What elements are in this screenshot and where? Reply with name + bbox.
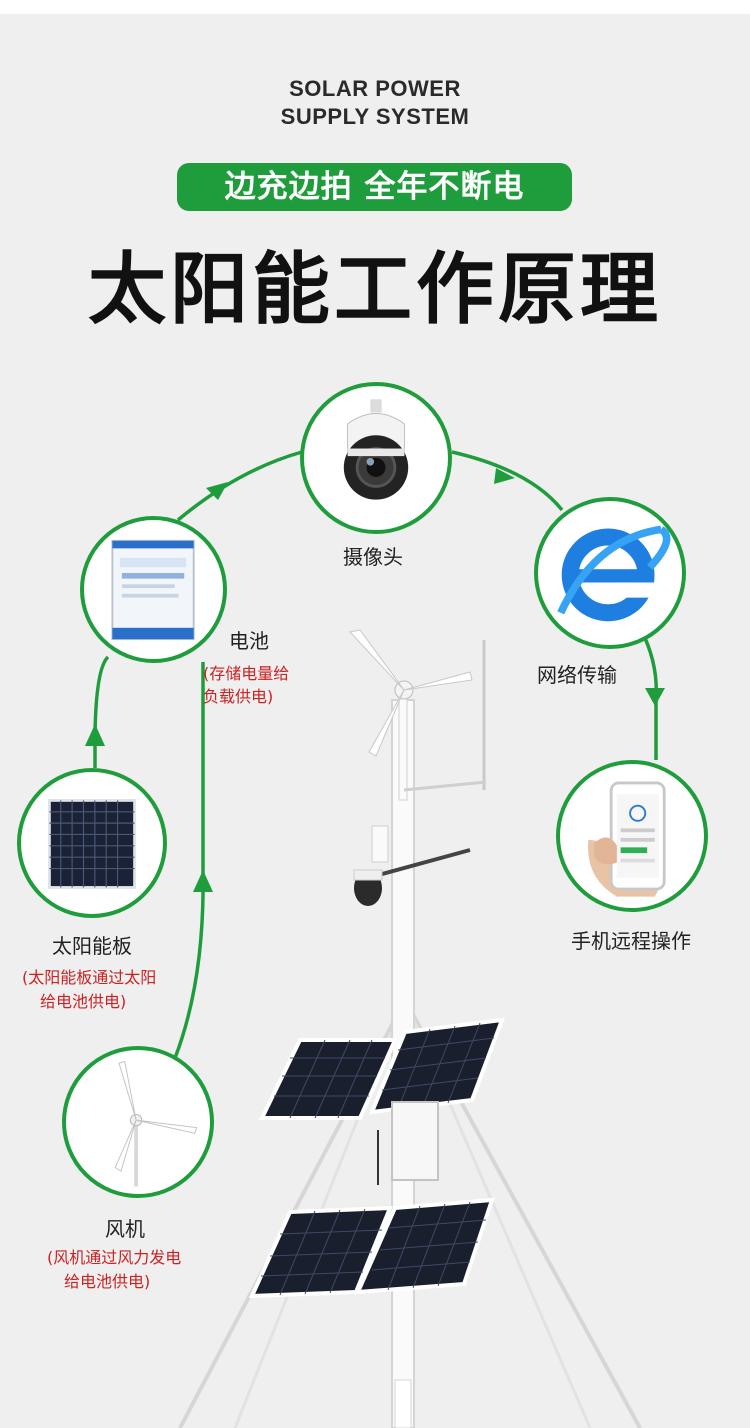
smartphone-icon [588,781,666,897]
camera-node [300,382,452,534]
phone-node [556,760,708,912]
solar-panel-note-line1: (太阳能板通过太阳 [22,968,157,987]
arrow-network-to-phone [643,637,659,699]
en-title-line2: SUPPLY SYSTEM [280,104,470,129]
arrow-camera-to-network [451,450,564,512]
arrow-battery-to-camera [176,450,303,522]
en-title-line1: SOLAR POWER [289,76,461,101]
wind-turbine-note-line2: 给电池供电) [64,1272,151,1291]
battery-note-line2: 负载供电) [203,687,274,706]
wind-turbine-node [62,1046,214,1198]
battery-note-line1: (存储电量给 [203,664,290,683]
network-label: 网络传输 [537,663,617,687]
pole-upper-panels [258,1017,506,1120]
battery-label: 电池 [229,629,269,653]
battery-box-icon [111,539,195,641]
solar-panel-icon [47,798,137,889]
pole-lower-panels [248,1197,495,1299]
battery-node [80,516,227,663]
pole-turbine [349,629,473,757]
solar-panel-label: 太阳能板 [52,934,132,958]
arrow-wind-to-battery [173,869,205,1059]
top-strip [0,0,750,14]
network-node [534,497,686,649]
ptz-camera-icon [343,399,409,500]
solar-panel-node [17,768,167,918]
internet-explorer-icon [557,525,671,622]
wind-turbine-icon [114,1060,198,1187]
camera-label: 摄像头 [343,545,403,569]
solar-panel-note-line2: 给电池供电) [40,992,127,1011]
phone-label: 手机远程操作 [571,929,691,953]
tagline-badge: 边充边拍 全年不断电 [177,163,572,211]
wind-turbine-note-line1: (风机通过风力发电 [47,1248,182,1267]
page-title: 太阳能工作原理 [87,245,662,335]
wind-turbine-label: 风机 [105,1217,145,1241]
